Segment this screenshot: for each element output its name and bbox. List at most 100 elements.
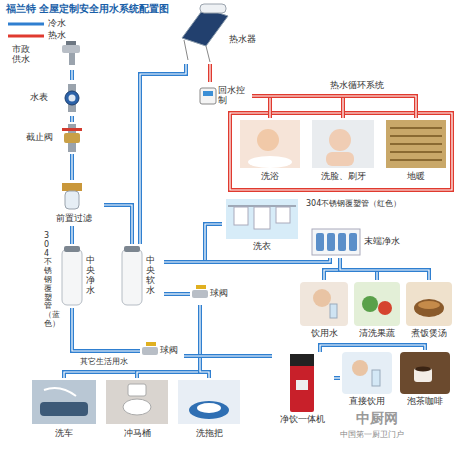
note-label: 中厨网: [356, 410, 398, 426]
floor-heating-photo: [386, 120, 446, 168]
component-label: 净饮一体机: [272, 414, 332, 424]
purifier-icon: [312, 229, 360, 255]
pipe-core: [64, 305, 200, 378]
component-label: 回水控制: [218, 85, 248, 106]
component-box: 球阀: [140, 340, 184, 362]
component-box: 冲马桶: [104, 378, 172, 440]
pipe-wall: [72, 308, 140, 351]
component-label: 洗车: [30, 428, 98, 438]
pipe-core: [137, 305, 200, 378]
component-box: 回水控制: [196, 82, 252, 110]
vegetable-photo: [354, 282, 400, 326]
component-label: 水表: [30, 92, 58, 102]
pipe: [72, 70, 73, 80]
component-label: 截止阀: [26, 132, 60, 142]
mop-photo: [178, 380, 240, 424]
pipe-core: [324, 258, 340, 280]
pipe: [340, 258, 429, 280]
pipe-core: [71, 154, 72, 180]
component-box: 截止阀: [24, 122, 88, 154]
component-label: 煮饭煲汤: [404, 328, 454, 338]
tank-icon: [62, 246, 82, 305]
pipe-wall: [140, 64, 186, 244]
component-label: 直接饮用: [340, 396, 394, 406]
meter-icon: [65, 84, 79, 112]
glass-photo: [342, 352, 392, 394]
component-label: 球阀: [210, 288, 232, 298]
component-label: 地暖: [384, 171, 448, 181]
component-box: 热水器: [178, 2, 258, 64]
pipe-core: [252, 96, 416, 118]
pipe-wall: [70, 154, 74, 180]
pipe: [72, 116, 73, 122]
pipe-wall: [64, 305, 200, 378]
pipe-wall: [70, 226, 74, 244]
pipe: [104, 205, 132, 244]
component-label: 饮用水: [298, 328, 350, 338]
note-label: 304不锈钢覆塑管（蓝色）: [44, 232, 52, 329]
component-label: 前置过滤: [46, 213, 102, 223]
component-label: 球阀: [160, 345, 182, 355]
pipe-wall: [334, 376, 340, 380]
control-panel: [200, 88, 216, 104]
pipe-core: [209, 64, 210, 82]
pipe-core: [320, 345, 425, 352]
pipe-wall: [70, 70, 74, 80]
pipe-wall: [252, 96, 343, 118]
pipe-core: [164, 224, 222, 262]
component-box: 清洗果蔬: [352, 280, 404, 340]
pipe-wall: [164, 258, 330, 262]
tank-icon: [122, 246, 142, 305]
laundry-photo: [226, 199, 298, 239]
pipe: [252, 96, 343, 118]
pipe: [137, 305, 200, 378]
component-label: 中央软水: [146, 256, 155, 296]
pipe-wall: [320, 345, 425, 352]
title: 福兰特 全屋定制安全用水系统配置图: [6, 3, 169, 15]
pipe-wall: [164, 224, 222, 262]
faucet-icon: [62, 41, 80, 65]
face-photo: [312, 120, 374, 168]
pipe-core: [252, 96, 270, 118]
pipe-core: [334, 377, 340, 378]
dispenser-icon: [290, 354, 314, 412]
pipe: [324, 258, 340, 280]
pipe-wall: [324, 258, 340, 280]
pipe: [140, 64, 186, 244]
pipe: [334, 378, 340, 379]
pipe-core: [164, 293, 190, 294]
component-box: 洗车: [30, 378, 100, 440]
component-box: 前置过滤: [46, 180, 104, 226]
component-box: 煮饭煲汤: [404, 280, 456, 340]
pipe-core: [104, 205, 132, 244]
pipe: [64, 305, 200, 378]
component-box: 泡茶咖啡: [398, 350, 454, 408]
component-box: 洗拖把: [176, 378, 244, 440]
pipe-wall: [70, 116, 74, 122]
pipe: [252, 96, 270, 118]
note-label: 热水循环系统: [330, 80, 384, 90]
pipe: [320, 345, 425, 352]
component-box: 球阀: [190, 283, 234, 305]
drinking-photo: [300, 282, 348, 326]
component-box: 末端净水: [310, 226, 406, 258]
component-box: 洗脸、刷牙: [310, 118, 378, 184]
soup-photo: [406, 282, 452, 326]
pipe: [200, 305, 209, 378]
pipe-core: [72, 308, 140, 351]
pipe: [164, 258, 330, 262]
pipe: [72, 154, 73, 180]
pipe-wall: [164, 292, 190, 296]
component-box: 中央软水: [118, 244, 164, 308]
coffee-photo: [400, 352, 450, 394]
note-label: 其它生活用水: [80, 357, 128, 366]
component-box: 水表: [28, 80, 92, 116]
pipe-core: [200, 305, 209, 378]
pipe-core: [140, 64, 186, 244]
note-label: 304不锈钢覆塑管（红色）: [306, 199, 401, 208]
legend-line: [8, 35, 44, 38]
hot-loop: [230, 113, 452, 190]
component-label: 末端净水: [364, 236, 404, 246]
bath-photo: [240, 120, 300, 168]
